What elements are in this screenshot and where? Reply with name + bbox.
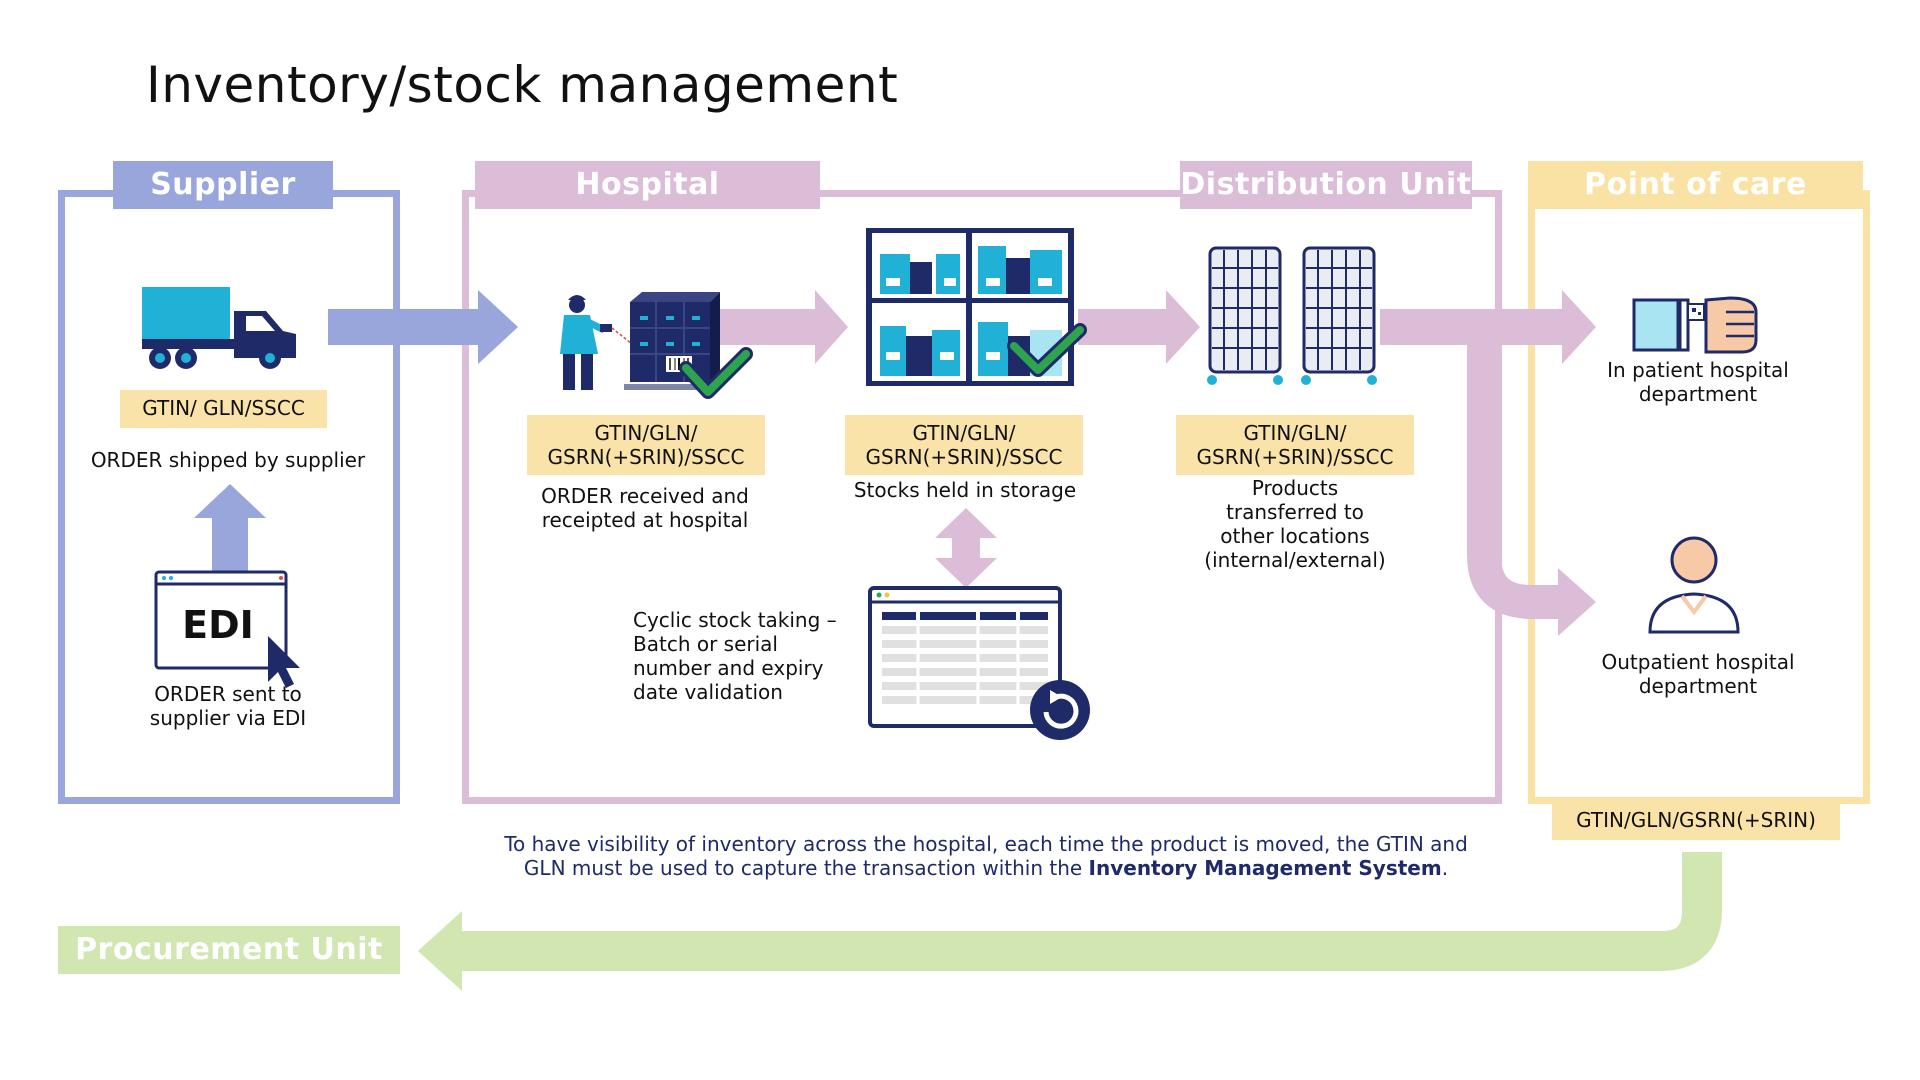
description-line: other locations [1220, 524, 1370, 548]
order-sent-description: ORDER sent to supplier via EDI [118, 682, 338, 730]
outpatient-department-description: Outpatient hospital department [1568, 650, 1828, 698]
supplier-header: Supplier [113, 161, 333, 209]
identifier-line: GSRN(+SRIN)/SSCC [865, 445, 1063, 469]
point-of-care-header: Point of care usage [1528, 161, 1863, 250]
description-line: In patient hospital [1607, 358, 1789, 382]
footer-note: To have visibility of inventory across t… [470, 832, 1502, 880]
distribution-identifier-label: GTIN/GLN/ GSRN(+SRIN)/SSCC [1176, 415, 1414, 475]
footer-line-2-end: . [1441, 856, 1449, 880]
description-line: Batch or serial [633, 632, 778, 656]
description-line: number and expiry [633, 656, 824, 680]
patient-person-icon [1648, 536, 1740, 634]
stocks-held-description: Stocks held in storage [853, 478, 1077, 502]
description-line: (internal/external) [1204, 548, 1386, 572]
warehouse-receipt-identifier-label: GTIN/GLN/ GSRN(+SRIN)/SSCC [527, 415, 765, 475]
footer-line-2-start: GLN must be used to capture the transact… [523, 856, 1089, 880]
description-line: department [1638, 674, 1758, 698]
warehouse-worker-scanner-icon [560, 295, 633, 390]
procurement-unit-header: Procurement Unit [58, 926, 400, 974]
warehouse-storage-identifier-label: GTIN/GLN/ GSRN(+SRIN)/SSCC [845, 415, 1083, 475]
rolling-cage-icon [1207, 246, 1283, 385]
description-line: Outpatient hospital [1601, 650, 1795, 674]
description-line: Cyclic stock taking – [633, 608, 837, 632]
storage-cyclic-double-arrow [935, 508, 997, 588]
order-received-description: ORDER received and receipted at hospital [520, 484, 770, 532]
inventory-management-system-text: Inventory Management System [1088, 856, 1442, 880]
description-line: transferred to [1226, 500, 1364, 524]
checkmark-icon [1007, 323, 1087, 377]
identifier-line: GTIN/GLN/ [1243, 421, 1347, 445]
description-line: receipted at hospital [541, 508, 749, 532]
products-transferred-description: Products transferred to other locations … [1166, 476, 1424, 572]
warehouse-flow-arrow-2 [1078, 290, 1200, 364]
cyclic-stock-taking-description: Cyclic stock taking – Batch or serial nu… [633, 608, 863, 704]
rolling-cage-icon [1301, 246, 1377, 385]
barcode-scan-hand-icon [1632, 296, 1758, 354]
identifier-line: GTIN/GLN/ [912, 421, 1016, 445]
description-line: ORDER received and [541, 484, 749, 508]
identifier-line: GSRN(+SRIN)/SSCC [547, 445, 745, 469]
delivery-truck-icon [142, 287, 296, 369]
order-shipped-description: ORDER shipped by supplier [90, 448, 366, 472]
pallet-stack-icon [624, 292, 720, 390]
point-of-care-identifier-label: GTIN/GLN/GSRN(+SRIN) [1552, 800, 1840, 840]
description-line: ORDER sent to [154, 682, 302, 706]
distribution-to-poc-arrow [1380, 290, 1596, 364]
hospital-warehouse-header: Hospital Warehouse [475, 161, 820, 250]
warehouse-flow-arrow-1 [718, 290, 848, 364]
in-patient-department-description: In patient hospital department [1568, 358, 1828, 406]
description-line: Products [1251, 476, 1339, 500]
footer-line-2: GLN must be used to capture the transact… [470, 856, 1502, 880]
description-line: department [1638, 382, 1758, 406]
page-title: Inventory/stock management [146, 56, 899, 114]
supplier-to-warehouse-arrow [328, 290, 518, 364]
edi-up-arrow [194, 484, 266, 578]
edi-computer-icon: EDI [154, 570, 300, 688]
procurement-return-arrow [418, 852, 1722, 991]
distribution-down-branch-arrow [1467, 330, 1596, 636]
edi-text: EDI [182, 603, 254, 647]
description-line: date validation [633, 680, 783, 704]
supplier-identifier-label: GTIN/ GLN/SSCC [120, 390, 327, 428]
distribution-unit-header: Distribution Unit [1180, 161, 1472, 209]
identifier-line: GSRN(+SRIN)/SSCC [1196, 445, 1394, 469]
identifier-line: GTIN/GLN/ [594, 421, 698, 445]
footer-line-1: To have visibility of inventory across t… [504, 832, 1468, 856]
checkmark-icon [679, 347, 753, 399]
description-line: supplier via EDI [149, 706, 307, 730]
inventory-table-refresh-icon [868, 586, 1090, 740]
